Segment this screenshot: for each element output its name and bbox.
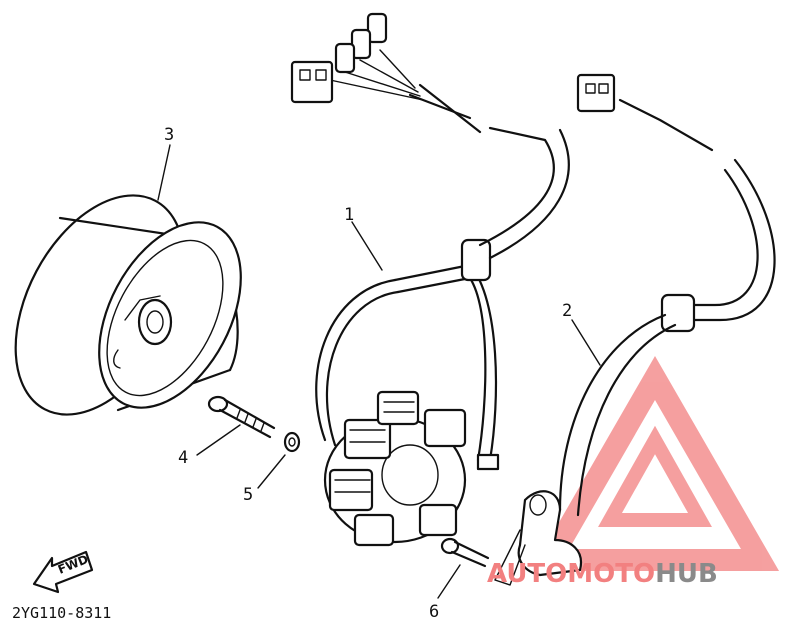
watermark-part1: AUTOMOTO xyxy=(487,559,655,589)
callout-6: 6 xyxy=(429,602,439,622)
callout-3: 3 xyxy=(164,125,174,145)
watermark-part2: HUB xyxy=(655,559,718,589)
callout-4: 4 xyxy=(178,448,188,468)
callout-5: 5 xyxy=(243,485,253,505)
bolt-part-4 xyxy=(207,395,276,439)
fwd-arrow: FWD xyxy=(32,550,94,594)
watermark-logo xyxy=(530,355,780,571)
callout-1: 1 xyxy=(344,205,354,225)
watermark-text: AUTOMOTOHUB xyxy=(487,559,718,589)
callout-2: 2 xyxy=(562,301,572,321)
drawing-code: 2YG110-8311 xyxy=(12,604,111,622)
leader-lines xyxy=(157,144,601,599)
screw-part-6 xyxy=(440,537,490,568)
flywheel-rotor xyxy=(14,194,242,416)
washer-part-5 xyxy=(283,431,301,453)
pickup-coil xyxy=(494,73,776,586)
stator-assembly xyxy=(290,12,570,547)
